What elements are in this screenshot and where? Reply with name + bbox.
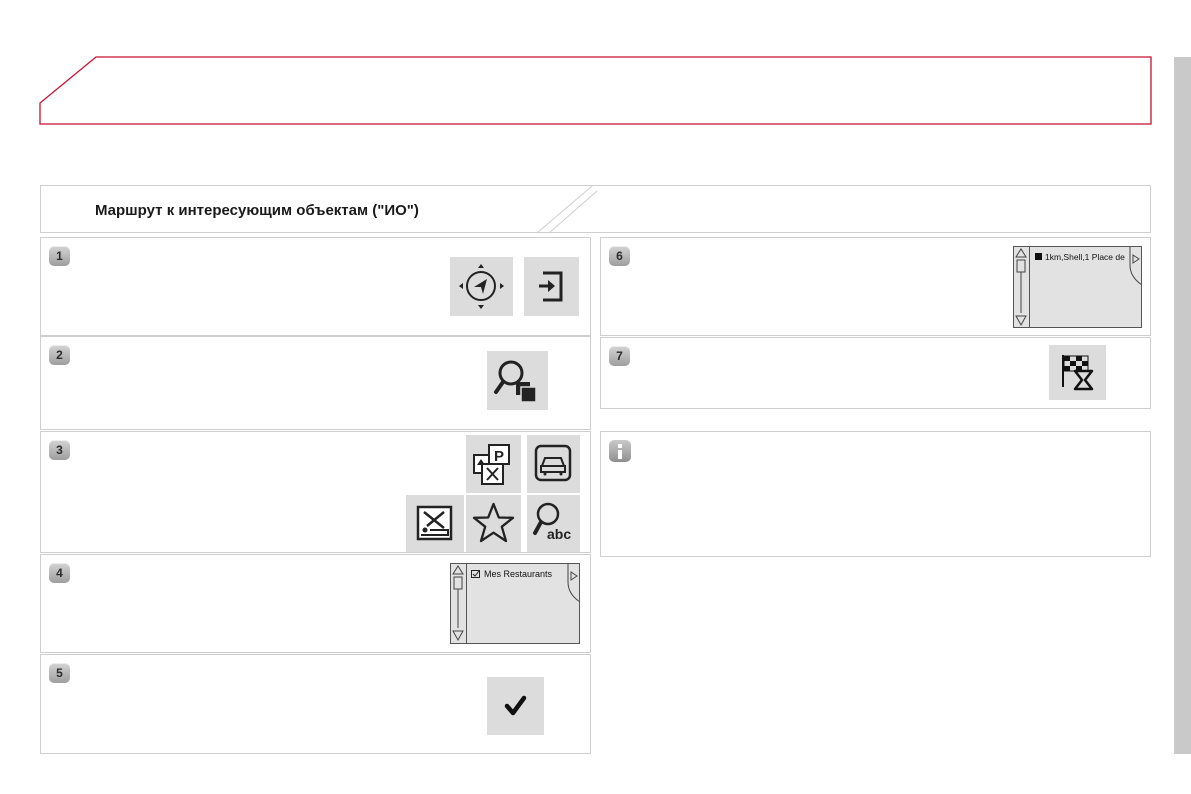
title-tab-divider xyxy=(536,186,598,234)
step-number: 4 xyxy=(49,563,70,583)
step-6: 6 1km,Shell,1 Place de xyxy=(600,237,1151,336)
step-3: 3 P xyxy=(40,431,591,553)
poi-result-list-screen: 1km,Shell,1 Place de xyxy=(1013,246,1142,328)
screen-list-item: 1km,Shell,1 Place de xyxy=(1045,252,1125,262)
hotel-restaurant-icon xyxy=(406,495,464,552)
step-2: 2 xyxy=(40,336,591,430)
svg-text:abc: abc xyxy=(547,526,571,542)
screen-tab-arrow xyxy=(567,564,579,602)
step-number: 6 xyxy=(609,246,630,266)
poi-categories-icon: P xyxy=(466,435,521,493)
car-services-icon xyxy=(527,435,580,493)
header-banner xyxy=(39,56,1152,125)
step-1: 1 xyxy=(40,237,591,336)
step-7: 7 xyxy=(600,337,1151,409)
scrollbar xyxy=(452,564,467,643)
scrollbar xyxy=(1015,247,1030,327)
section-title: Маршрут к интересующим объектам ("ИО") xyxy=(95,202,419,219)
destination-flag-hourglass-icon xyxy=(1049,345,1106,400)
search-by-name-icon: abc xyxy=(527,495,580,552)
step-4: 4 Mes Restaurants xyxy=(40,554,591,653)
step-number: 2 xyxy=(49,345,70,365)
favourites-star-icon xyxy=(466,495,521,552)
step-number: 3 xyxy=(49,440,70,460)
list-bullet-icon xyxy=(1035,253,1042,260)
page-side-strip xyxy=(1174,57,1191,754)
section-title-bar: Маршрут к интересующим объектам ("ИО") xyxy=(40,185,1151,234)
info-box xyxy=(600,431,1151,557)
confirm-check-icon xyxy=(487,677,544,735)
joystick-navigation-icon xyxy=(450,257,513,316)
step-number: 5 xyxy=(49,663,70,683)
screen-tab-arrow xyxy=(1129,247,1141,285)
step-number: 7 xyxy=(609,346,630,366)
screen-list-item: Mes Restaurants xyxy=(484,569,553,579)
enter-menu-icon xyxy=(524,257,579,316)
step-5: 5 xyxy=(40,654,591,754)
checkbox-icon xyxy=(471,570,480,578)
step-number: 1 xyxy=(49,246,70,266)
info-icon xyxy=(609,440,631,462)
search-poi-icon xyxy=(487,351,548,410)
svg-text:P: P xyxy=(494,448,504,465)
category-list-screen: Mes Restaurants xyxy=(450,563,580,644)
